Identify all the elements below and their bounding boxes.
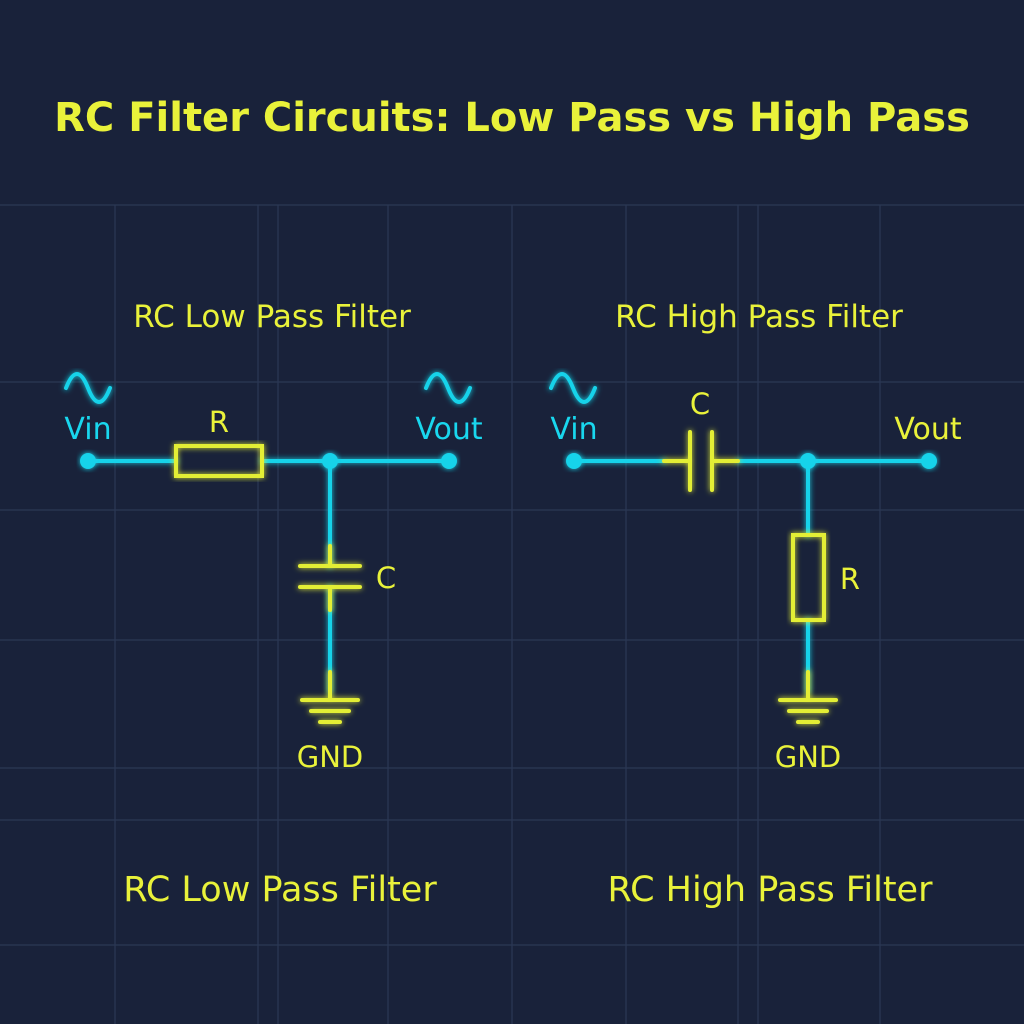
low-pass-caption: RC Low Pass Filter: [123, 870, 437, 910]
capacitor-symbol: [662, 430, 740, 492]
vout-terminal: [441, 453, 457, 469]
low-pass-circuit: RC Low Pass Filter Vin Vout R: [64, 299, 483, 910]
resistor-label: R: [840, 562, 860, 596]
page-title: RC Filter Circuits: Low Pass vs High Pas…: [54, 95, 970, 141]
low-pass-heading: RC Low Pass Filter: [133, 299, 411, 335]
resistor-symbol: [791, 533, 826, 622]
high-pass-caption: RC High Pass Filter: [608, 870, 934, 910]
vout-label: Vout: [415, 412, 483, 447]
ground-label: GND: [297, 740, 364, 774]
vout-label: Vout: [894, 412, 962, 447]
resistor-symbol: [174, 444, 264, 478]
vout-terminal: [921, 453, 937, 469]
high-pass-circuit: RC High Pass Filter Vin Vout C R: [549, 299, 962, 910]
vin-label: Vin: [64, 412, 111, 447]
vin-terminal: [566, 453, 582, 469]
junction-node: [800, 453, 816, 469]
capacitor-symbol: [298, 544, 362, 612]
capacitor-label: C: [376, 561, 396, 595]
high-pass-heading: RC High Pass Filter: [615, 299, 903, 335]
capacitor-label: C: [690, 387, 710, 421]
sine-wave-icon: [549, 372, 597, 404]
sine-wave-icon: [64, 372, 112, 404]
ground-symbol: [778, 670, 838, 724]
sine-wave-icon: [424, 372, 472, 404]
vin-terminal: [80, 453, 96, 469]
resistor-label: R: [209, 405, 229, 439]
ground-label: GND: [775, 740, 842, 774]
junction-node: [322, 453, 338, 469]
background-grid: [0, 204, 1024, 1024]
vin-label: Vin: [550, 412, 597, 447]
ground-symbol: [300, 670, 360, 724]
